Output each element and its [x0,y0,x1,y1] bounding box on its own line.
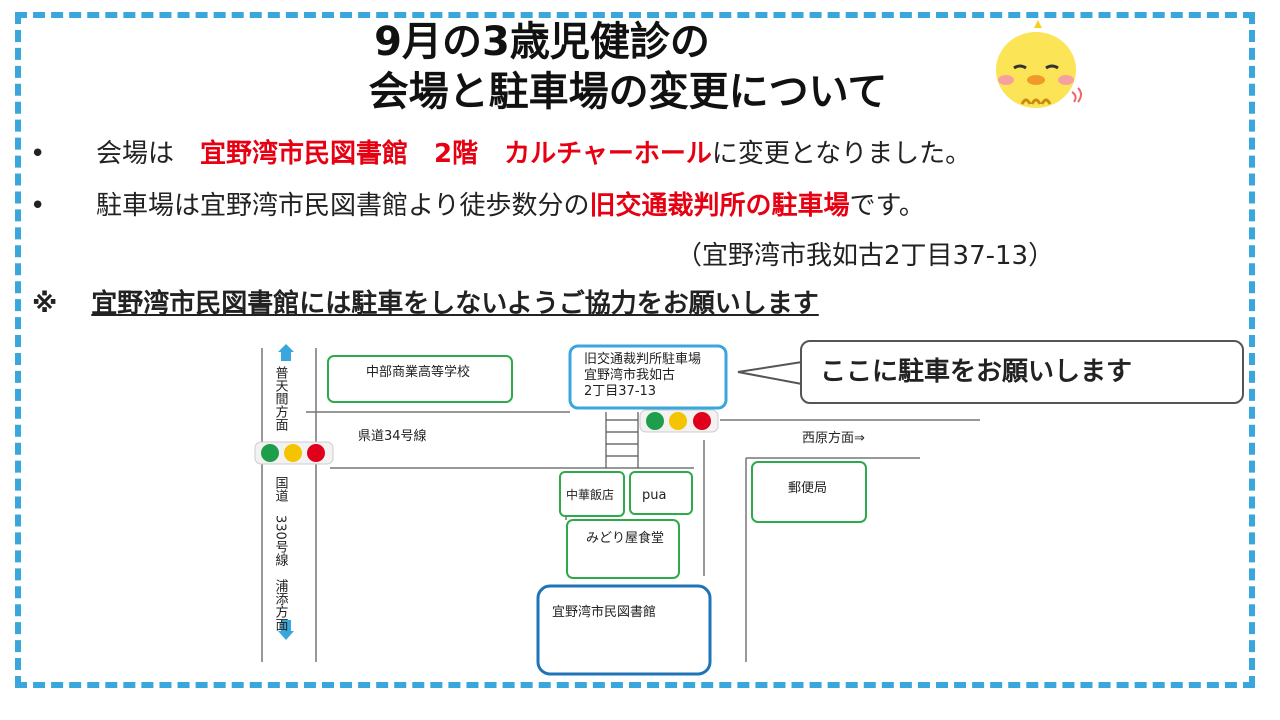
chinese-restaurant-box [559,471,625,517]
callout-pointer [737,360,803,386]
arrow-down-icon [278,620,294,640]
midori-box [566,519,680,579]
parking-pre: 駐車場は宜野湾市民図書館より徒歩数分の [96,191,590,221]
parking-highlight: 旧交通裁判所の駐車場 [589,191,850,221]
crosswalk [605,412,639,468]
school-label: 中部商業高等学校 [366,364,470,380]
pua-box [629,471,693,515]
venue-highlight: 宜野湾市民図書館 2階 カルチャーホール [200,139,712,169]
bullet-parking: • 駐車場は宜野湾市民図書館より徒歩数分の旧交通裁判所の駐車場です。 [30,186,925,226]
parking-address: （宜野湾市我如古2丁目37-13） [676,241,1055,271]
venue-pre: 会場は [96,139,201,169]
title-line-1: 9月の3歳児健診の [374,19,710,65]
dashed-frame [15,12,1255,688]
pua-label: pua [642,488,666,503]
bullet-venue: • 会場は 宜野湾市民図書館 2階 カルチャーホールに変更となりました。 [30,134,971,174]
venue-post: に変更となりました。 [711,139,972,169]
post-office-label: 郵便局 [788,481,827,496]
prefectural-road-label: 県道34号線 [358,428,427,444]
traffic-signal-icon [254,441,334,465]
school-box [327,355,513,403]
library-box [536,584,712,676]
midori-label: みどり屋食堂 [586,530,664,546]
north-direction-label: 普天間方面 [273,366,289,431]
title-line-2: 会場と駐車場の変更について [368,69,888,115]
west-direction-label: 西原方面⇒ [802,430,865,446]
parking-label-2: 宜野湾市我如古 [584,367,675,383]
notice-text: 宜野湾市民図書館には駐車をしないようご協力をお願いします [91,289,819,319]
post-office-box [751,461,867,523]
chick-icon [996,20,1082,108]
library-label: 宜野湾市民図書館 [552,604,656,620]
parking-box [568,344,728,410]
notice: ※ 宜野湾市民図書館には駐車をしないようご協力をお願いします [32,284,819,324]
parking-post: です。 [849,191,925,221]
south-road-label: 国道 330号線 浦添方面 [273,476,289,631]
bullet-symbol: • [30,191,46,221]
arrow-up-icon [278,344,294,361]
parking-callout: ここに駐車をお願いします [800,340,1244,404]
notice-mark: ※ [32,289,58,319]
parking-label-3: 2丁目37-13 [584,384,656,399]
chinese-restaurant-label: 中華飯店 [566,487,614,502]
bullet-symbol: • [30,139,46,169]
traffic-signal-icon [639,409,719,433]
parking-label-1: 旧交通裁判所駐車場 [584,351,701,367]
